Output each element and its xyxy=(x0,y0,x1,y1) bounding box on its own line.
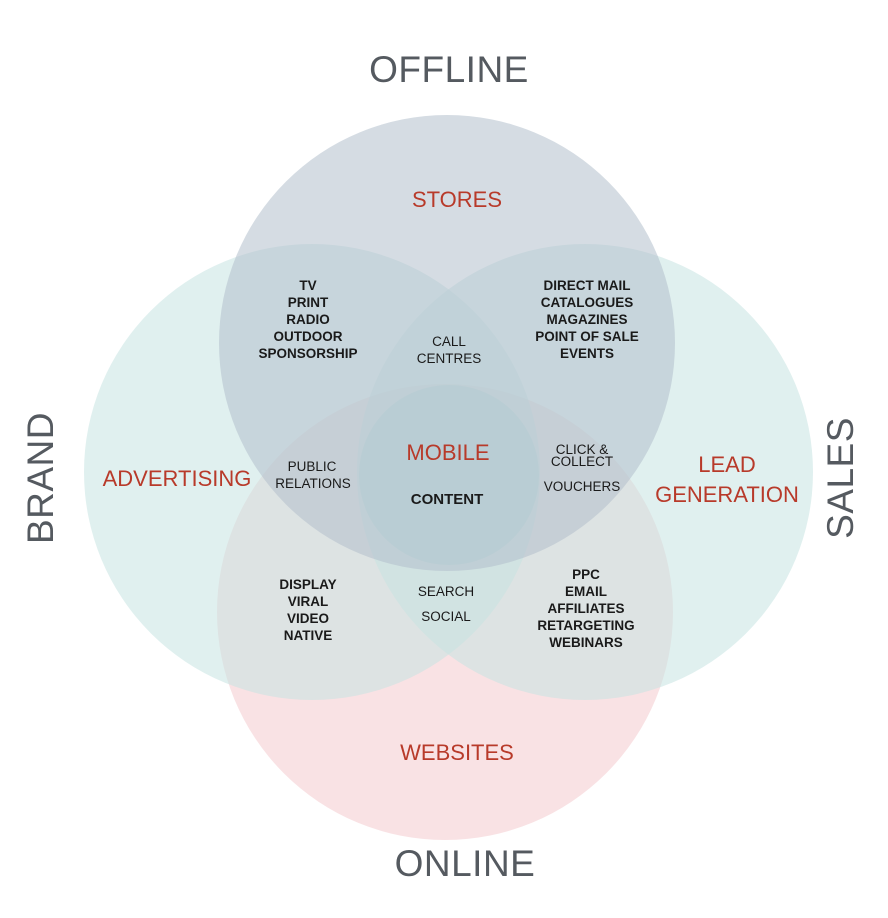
category-stores: STORES xyxy=(412,187,502,212)
mobile-circle xyxy=(359,385,539,565)
region-item: DIRECT MAIL xyxy=(544,278,631,293)
region-item: PUBLIC xyxy=(288,459,337,474)
region-item: CALL xyxy=(432,334,466,349)
axis-label-offline: OFFLINE xyxy=(369,49,529,90)
region-item: RETARGETING xyxy=(537,618,634,633)
region-item: AFFILIATES xyxy=(548,601,625,616)
region-item: CLICK & xyxy=(556,442,609,457)
region-item: SPONSORSHIP xyxy=(258,346,357,361)
region-item: CENTRES xyxy=(417,351,482,366)
region-item: VOUCHERS xyxy=(544,479,621,494)
region-item: POINT OF SALE xyxy=(535,329,639,344)
region-item: SEARCH xyxy=(418,584,474,599)
category-lead-generation-line1: LEAD xyxy=(698,452,755,477)
category-websites: WEBSITES xyxy=(400,740,514,765)
region-item: CATALOGUES xyxy=(541,295,634,310)
region-item: NATIVE xyxy=(284,628,333,643)
region-item: COLLECT xyxy=(551,454,613,469)
region-item: RELATIONS xyxy=(275,476,351,491)
axis-label-brand: BRAND xyxy=(20,412,61,544)
region-item: SOCIAL xyxy=(421,609,471,624)
axis-label-sales: SALES xyxy=(820,417,861,539)
category-lead-generation-line2: GENERATION xyxy=(655,482,799,507)
region-item: PPC xyxy=(572,567,600,582)
center-content-label: CONTENT xyxy=(411,491,484,508)
region-item: WEBINARS xyxy=(549,635,623,650)
region-item: VIDEO xyxy=(287,611,329,626)
axis-label-online: ONLINE xyxy=(395,843,536,884)
category-mobile: MOBILE xyxy=(406,440,489,465)
region-item: EVENTS xyxy=(560,346,614,361)
region-item: OUTDOOR xyxy=(274,329,343,344)
region-item: RADIO xyxy=(286,312,330,327)
region-item: TV xyxy=(299,278,316,293)
stores-circle xyxy=(219,115,675,571)
region-item: PRINT xyxy=(288,295,329,310)
region-item: DISPLAY xyxy=(279,577,336,592)
region-item: MAGAZINES xyxy=(547,312,628,327)
region-item: VIRAL xyxy=(288,594,329,609)
region-item: EMAIL xyxy=(565,584,607,599)
category-advertising: ADVERTISING xyxy=(103,466,252,491)
